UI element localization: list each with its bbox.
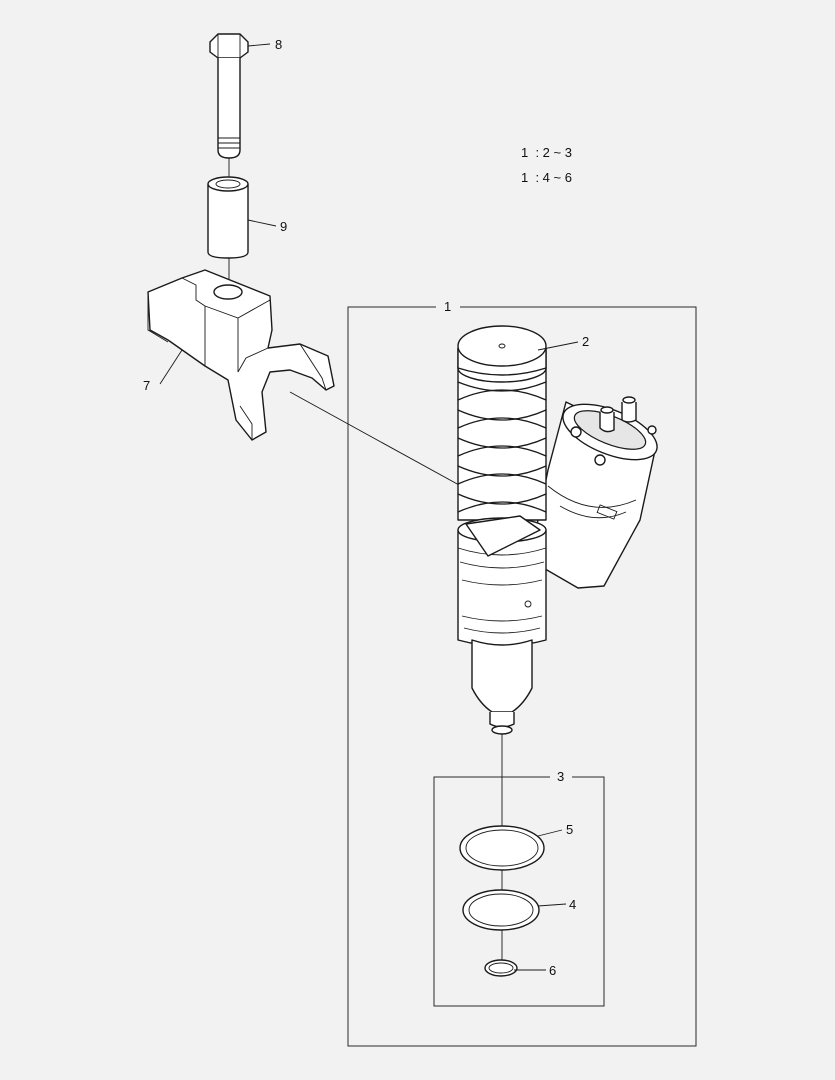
bracket-part-7: [147, 269, 335, 441]
callout-8: 8: [275, 37, 282, 52]
injector-part-1: [457, 325, 658, 966]
callout-7: 7: [143, 378, 150, 393]
callout-5: 5: [566, 822, 573, 837]
callout-2: 2: [582, 334, 589, 349]
assembly-line-bracket: [289, 391, 491, 503]
group-box-1: [347, 306, 697, 1047]
assembly-note-1: 1 : 2 ~ 3: [521, 145, 572, 160]
bolt-part-8: [209, 33, 249, 178]
oring-part-4: [462, 889, 540, 931]
callout-1: 1: [444, 299, 451, 314]
oring-part-5: [459, 825, 545, 871]
callout-4: 4: [569, 897, 576, 912]
callout-3: 3: [557, 769, 564, 784]
callout-9: 9: [280, 219, 287, 234]
callout-6: 6: [549, 963, 556, 978]
assembly-note-2: 1 : 4 ~ 6: [521, 170, 572, 185]
leader-lines: [159, 43, 579, 971]
sleeve-part-9: [207, 176, 249, 282]
group-box-3: [433, 776, 605, 1007]
oring-part-6: [484, 959, 518, 977]
